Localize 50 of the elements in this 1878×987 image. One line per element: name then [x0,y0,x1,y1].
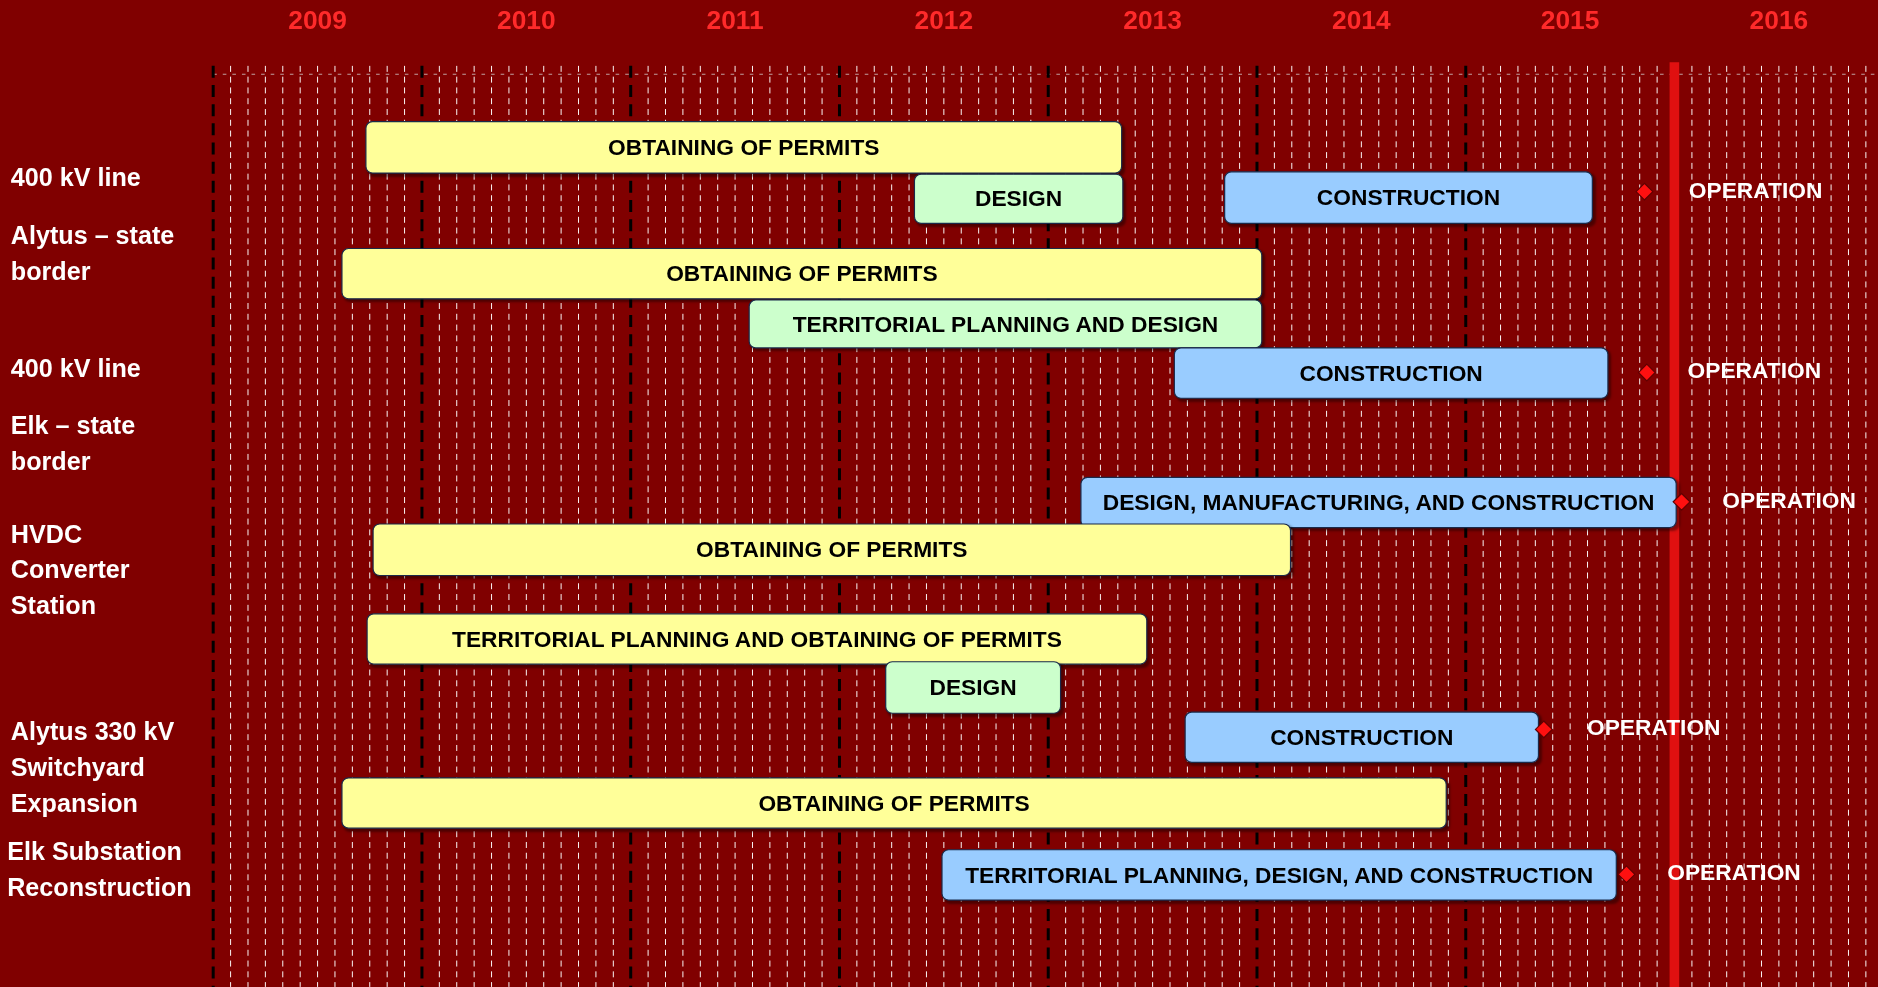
year-label: 2011 [706,4,764,36]
row-label: Elk – state border [10,409,137,477]
milestone-label: OPERATION [1586,715,1721,742]
task-bar [748,299,1263,349]
year-label: 2015 [1540,4,1600,36]
milestone-diamond [1638,364,1656,381]
task-bar [885,661,1062,714]
task-bar [366,613,1148,665]
milestone-label: OPERATION [1687,358,1822,385]
row-label: Elk Substation Reconstruction [7,836,193,903]
row-label: Alytus 330 kV Switchyard Expansion [10,716,176,819]
milestone-label: OPERATION [1722,487,1856,514]
task-label: DESIGN [929,674,1017,701]
task-label: CONSTRUCTION [1299,359,1483,387]
task-bar [372,523,1292,577]
task-label: TERRITORIAL PLANNING, DESIGN, AND CONSTRUCTION [965,861,1594,889]
task-bar [1080,476,1677,529]
task-label: OBTAINING OF PERMITS [758,789,1030,817]
milestone-label: OPERATION [1667,859,1801,887]
task-bar [341,247,1263,300]
task-bar [941,849,1617,901]
task-label: DESIGN [975,185,1063,212]
task-label: OBTAINING OF PERMITS [666,260,938,287]
task-bar [341,777,1447,829]
row-label: HVDC Converter Station [10,518,131,622]
task-label: CONSTRUCTION [1270,724,1454,751]
year-label: 2016 [1749,4,1809,36]
task-bar [1184,711,1540,763]
year-label: 2009 [288,4,347,36]
milestone-diamond [1636,183,1653,200]
task-label: OBTAINING OF PERMITS [696,536,968,563]
task-label: DESIGN, MANUFACTURING, AND CONSTRUCTION [1102,489,1655,516]
milestone-label: OPERATION [1688,177,1823,204]
task-bar [1224,171,1593,224]
year-label: 2013 [1123,4,1182,36]
task-label: TERRITORIAL PLANNING AND OBTAINING OF PERMITS [452,625,1062,653]
year-label: 2014 [1332,4,1391,36]
task-bar [365,120,1123,174]
year-label: 2010 [497,4,556,36]
task-bar [913,173,1124,224]
milestone-diamond [1673,493,1690,511]
row-label: Alytus – state border [10,220,176,288]
task-bar [1173,347,1609,399]
task-label: TERRITORIAL PLANNING AND DESIGN [792,310,1219,338]
task-label: CONSTRUCTION [1316,184,1501,211]
row-label: 400 kV line [10,353,142,385]
row-label: 400 kV line [10,161,142,193]
milestone-diamond [1535,721,1553,738]
year-label: 2012 [914,4,974,36]
task-label: OBTAINING OF PERMITS [608,134,880,161]
